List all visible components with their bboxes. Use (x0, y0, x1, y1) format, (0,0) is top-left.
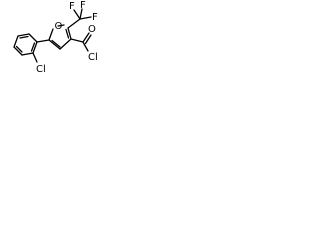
acyl-chlorine-bond (82, 41, 89, 52)
furan-bond (59, 38, 72, 50)
furan-bond (48, 28, 54, 41)
fluorine-label: F (69, 1, 75, 12)
cf-bond (73, 9, 81, 20)
cf-bond (79, 16, 92, 20)
furan-double-bond (51, 39, 61, 48)
benzene-bond (17, 33, 30, 37)
furan-bond (57, 24, 65, 27)
benzene-bond (13, 46, 23, 56)
furan-ring (48, 24, 72, 50)
acyl-chlorine-label: Cl (88, 52, 98, 63)
carbonyl-double-bond (82, 32, 90, 43)
benzene-double-bond (30, 42, 36, 52)
furan-double-bond (65, 28, 70, 39)
benzene-double-bond (19, 35, 29, 39)
fluorine-label: F (80, 0, 86, 11)
benzene-double-bond (15, 45, 23, 53)
ring-chlorine-label: Cl (36, 64, 46, 75)
structure-diagram: Cl O F F F O Cl (13, 0, 98, 75)
furan-oxygen-label: O (55, 21, 63, 32)
biaryl-bond (36, 39, 50, 43)
benzene-bond (21, 52, 34, 56)
cf-bond (79, 8, 83, 20)
benzene-bond (13, 35, 19, 48)
furan-bond (67, 27, 72, 40)
carbonyl-oxygen-label: O (88, 24, 96, 35)
carbonyl-double-bond (84, 34, 92, 45)
furan-bond (48, 39, 61, 50)
benzene-bond (28, 33, 38, 43)
benzene-bond (32, 41, 38, 54)
trifluoromethyl-bond (67, 18, 81, 29)
chlorophenyl-ring (13, 33, 38, 56)
aryl-chlorine-bond (32, 52, 38, 63)
carbonyl-carbon-bond (70, 38, 84, 43)
fluorine-label: F (92, 12, 98, 23)
